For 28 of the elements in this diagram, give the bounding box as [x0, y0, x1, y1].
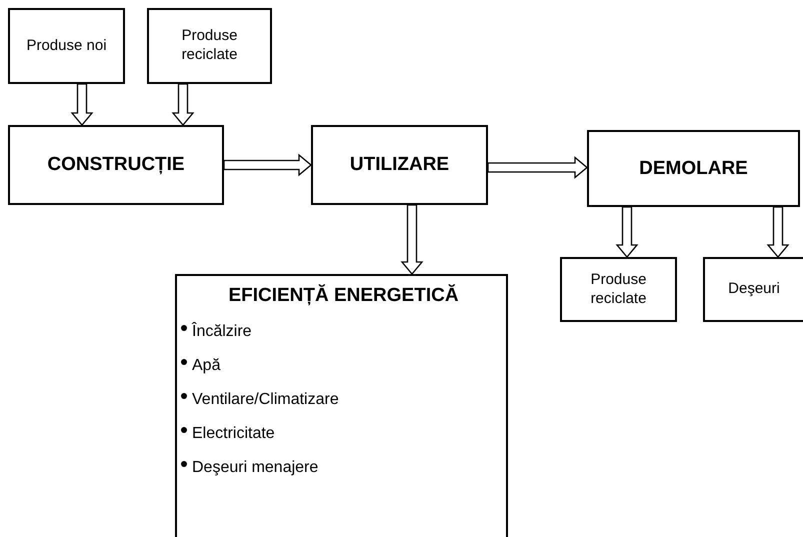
process-box: [560, 257, 677, 322]
box-heading: EFICIENȚĂ ENERGETICĂ: [228, 284, 459, 308]
block-arrow: [766, 206, 790, 258]
block-arrow: [400, 204, 424, 276]
box-label: CONSTRUCȚIE: [46, 153, 186, 177]
list-item: Apă: [192, 356, 220, 376]
block-arrow: [172, 83, 194, 126]
process-box: [587, 130, 800, 207]
box-label: Deşeuri: [727, 280, 781, 299]
block-arrow: [616, 206, 638, 258]
box-label: DEMOLARE: [638, 156, 749, 180]
block-arrow: [70, 83, 94, 126]
box-label: Produse reciclate: [180, 27, 238, 65]
list-item: Ventilare/Climatizare: [192, 390, 339, 410]
box-label: Produse reciclate: [590, 270, 648, 308]
list-item: Deşeuri menajere: [192, 458, 318, 478]
process-box: [311, 125, 488, 205]
box-label: UTILIZARE: [348, 153, 450, 177]
process-box: [703, 257, 803, 322]
process-box: [147, 8, 272, 84]
box-label: Produse noi: [25, 36, 108, 56]
process-box: [8, 125, 224, 205]
list-item: Electricitate: [192, 424, 275, 444]
block-arrow: [223, 154, 312, 176]
block-arrow: [487, 156, 588, 179]
list-item: Încălzire: [192, 322, 252, 342]
list-box: [175, 274, 508, 537]
process-box: [8, 8, 125, 84]
